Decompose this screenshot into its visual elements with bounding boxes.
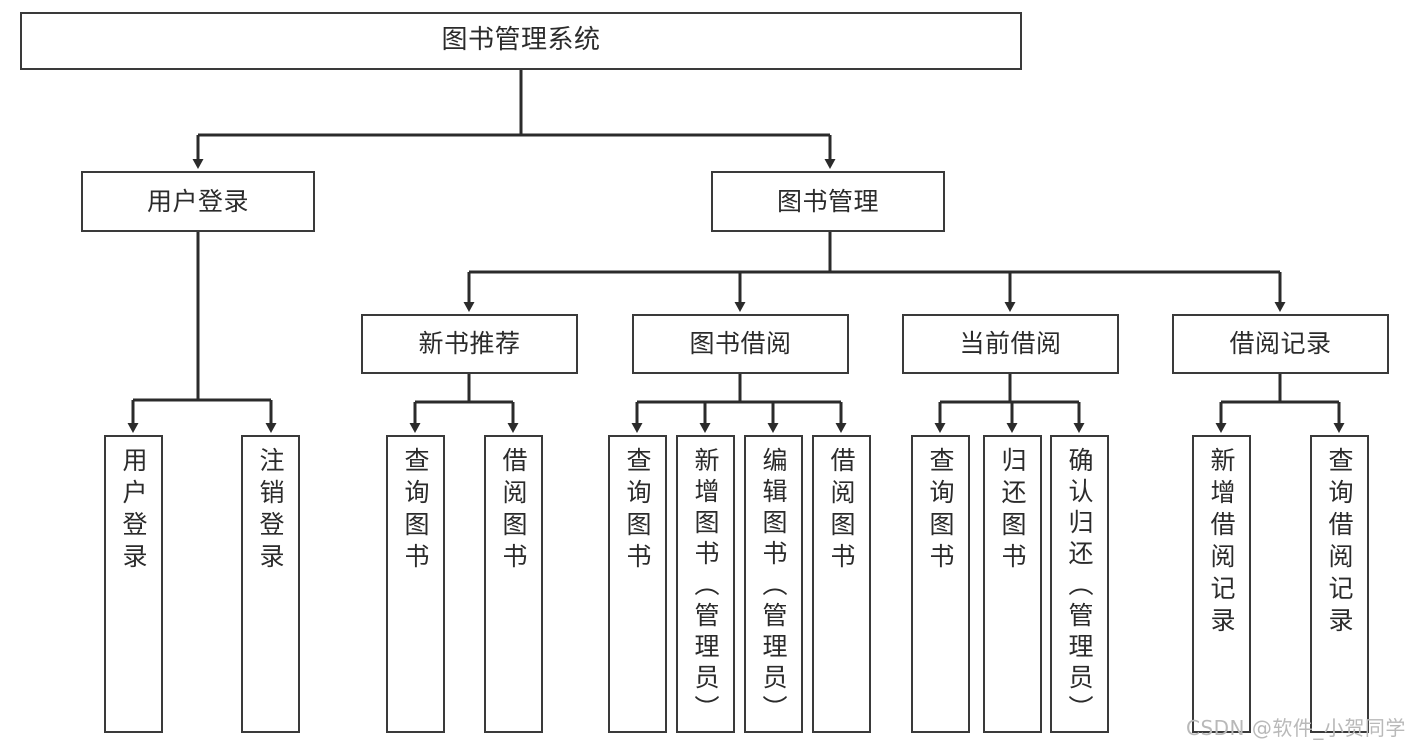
node-new-book-recommend[interactable]: 新书推荐 [361,314,578,374]
leaf-return-book[interactable]: 归还图书 [983,435,1042,733]
node-root-label: 图书管理系统 [441,25,601,56]
leaf-query-borrow-record[interactable]: 查询借阅记录 [1310,435,1369,733]
leaf-add-book-admin[interactable]: 新增图书（管理员） [676,435,735,733]
leaf-edit-book-admin[interactable]: 编辑图书（管理员） [744,435,803,733]
node-new-book-recommend-label: 新书推荐 [418,329,521,358]
leaf-user-login[interactable]: 用户登录 [104,435,163,733]
leaf-query-book-borrow-label: 查询图书 [623,447,652,575]
node-user-login-label: 用户登录 [146,186,249,216]
leaf-query-borrow-record-label: 查询借阅记录 [1325,447,1354,639]
node-borrow-record-label: 借阅记录 [1229,329,1332,358]
leaf-query-book-current-label: 查询图书 [926,447,955,575]
leaf-add-borrow-record[interactable]: 新增借阅记录 [1192,435,1251,733]
csdn-watermark: CSDN @软件_小贺同学 [1186,716,1405,740]
node-borrow-record[interactable]: 借阅记录 [1172,314,1389,374]
leaf-query-book-recommend-label: 查询图书 [401,447,430,575]
node-book-management-label: 图书管理 [776,186,879,216]
leaf-user-logout-label: 注销登录 [256,447,285,575]
leaf-user-logout[interactable]: 注销登录 [241,435,300,733]
leaf-confirm-return-admin[interactable]: 确认归还（管理员） [1050,435,1109,733]
node-book-management[interactable]: 图书管理 [711,171,945,232]
leaf-borrow-book-recommend-label: 借阅图书 [499,447,528,575]
leaf-user-login-label: 用户登录 [119,447,148,575]
leaf-query-book-current[interactable]: 查询图书 [911,435,970,733]
node-book-borrow-label: 图书借阅 [689,329,792,358]
leaf-add-book-admin-label: 新增图书（管理员） [691,447,720,726]
leaf-confirm-return-admin-label: 确认归还（管理员） [1065,447,1094,726]
leaf-query-book-recommend[interactable]: 查询图书 [386,435,445,733]
leaf-query-book-borrow[interactable]: 查询图书 [608,435,667,733]
leaf-borrow-book[interactable]: 借阅图书 [812,435,871,733]
node-book-borrow[interactable]: 图书借阅 [632,314,849,374]
leaf-add-borrow-record-label: 新增借阅记录 [1207,447,1236,639]
leaf-return-book-label: 归还图书 [998,447,1027,575]
node-root[interactable]: 图书管理系统 [20,12,1022,70]
node-user-login[interactable]: 用户登录 [81,171,315,232]
node-current-borrow[interactable]: 当前借阅 [902,314,1119,374]
leaf-borrow-book-recommend[interactable]: 借阅图书 [484,435,543,733]
leaf-edit-book-admin-label: 编辑图书（管理员） [759,447,788,726]
leaf-borrow-book-label: 借阅图书 [827,447,856,575]
node-current-borrow-label: 当前借阅 [959,329,1062,358]
